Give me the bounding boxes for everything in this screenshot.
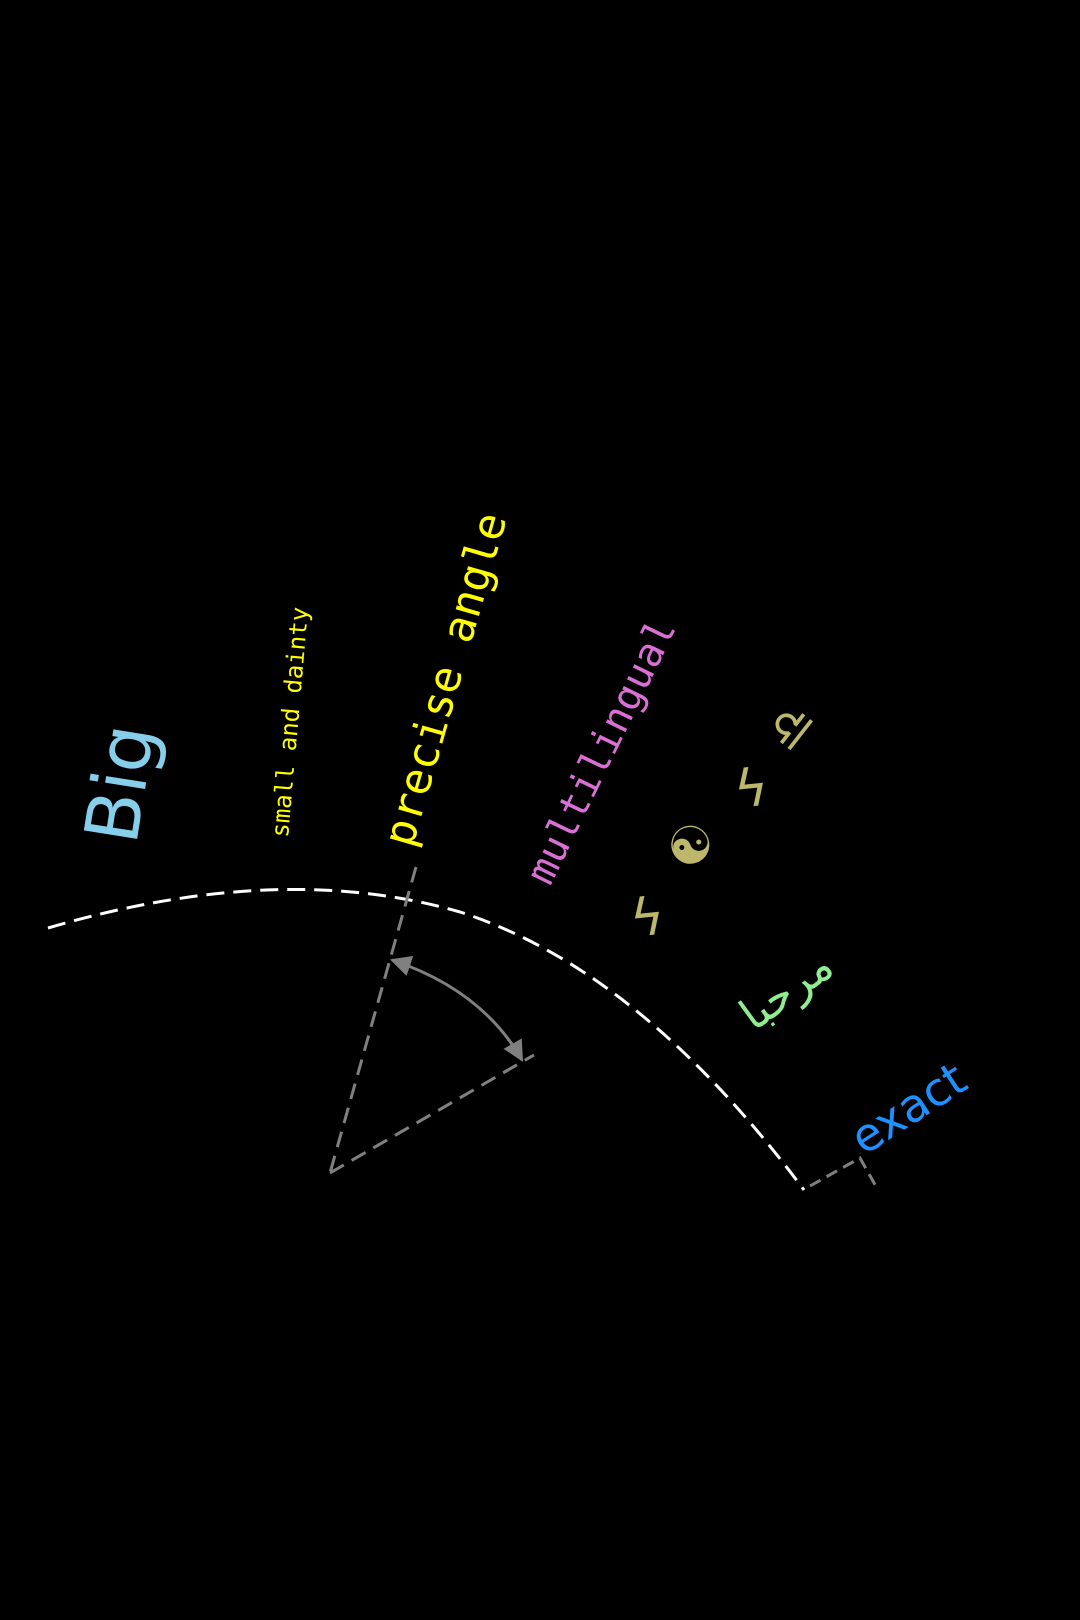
lightning-icon: ϟ	[731, 758, 771, 821]
right-angle-marker	[809, 1155, 880, 1191]
angle-arrow	[390, 956, 524, 1062]
angle-guide-line-upper	[328, 866, 418, 1174]
label-big: Big	[69, 719, 172, 849]
lightning-icon: ϟ	[627, 887, 667, 950]
angle-guide-line-lower	[329, 1053, 535, 1175]
dashed-arc-path	[47, 887, 806, 1191]
